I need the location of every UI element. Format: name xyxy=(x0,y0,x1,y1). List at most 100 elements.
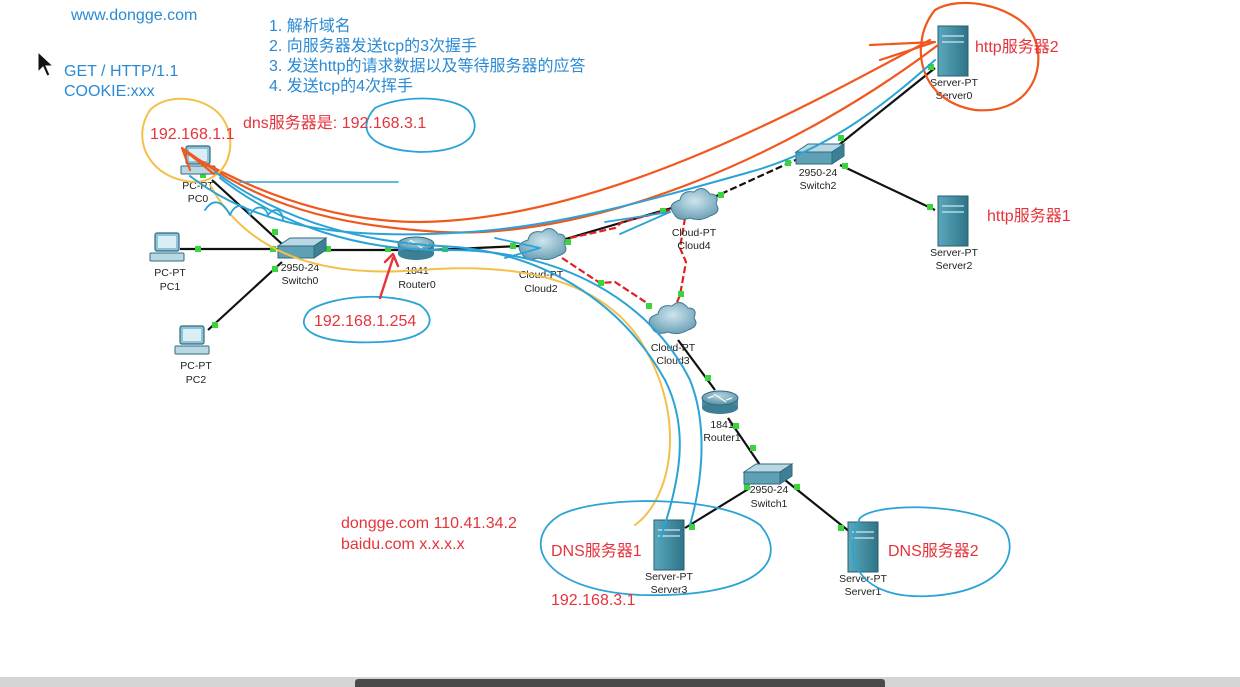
pc-icon xyxy=(174,325,210,355)
gateway-ip-annotation: 192.168.1.254 xyxy=(314,313,417,330)
cyan-scribble xyxy=(204,201,284,221)
server-icon xyxy=(653,519,685,571)
dns2-label: DNS服务器2 xyxy=(888,543,979,560)
link-cloud3-router1 xyxy=(677,339,716,391)
router1-type: 1841 xyxy=(710,419,734,431)
cyan-path-dns-2 xyxy=(219,177,703,526)
server1[interactable]: Server-PT Server1 xyxy=(839,521,888,598)
switch-icon xyxy=(742,463,794,485)
pc0-type: PC-PT xyxy=(182,180,214,192)
cloud-icon xyxy=(670,188,719,221)
server1-type: Server-PT xyxy=(839,573,887,585)
router1-name: Router1 xyxy=(703,432,741,444)
step-item: 3. 发送http的请求数据以及等待服务器的应答 xyxy=(269,58,586,75)
cloud-icon xyxy=(518,228,567,261)
cyan-oval-gateway xyxy=(303,295,431,344)
cyan-arrowhead-http xyxy=(604,211,671,235)
server2-name: Server2 xyxy=(936,260,973,272)
router1[interactable]: 1841 Router1 xyxy=(701,390,741,444)
cloud4-type: Cloud-PT xyxy=(672,227,717,239)
link-switch2-server0 xyxy=(834,67,936,149)
link-cloud4-cloud3 xyxy=(674,217,688,306)
cloud3[interactable]: Cloud-PT Cloud3 xyxy=(648,302,697,367)
yellow-path-dns-query xyxy=(209,184,671,526)
cloud2[interactable]: Cloud-PT Cloud2 xyxy=(518,228,567,295)
dns-record-row: dongge.com 110.41.34.2 xyxy=(341,515,517,532)
cyan-arrowhead-cloud xyxy=(494,237,541,259)
orange-arrowhead xyxy=(868,40,937,62)
switch2-type: 2950-24 xyxy=(799,167,838,179)
switch0-type: 2950-24 xyxy=(281,262,320,274)
server1-name: Server1 xyxy=(845,586,882,598)
link-switch2-server2 xyxy=(839,164,936,211)
pc1-name: PC1 xyxy=(160,281,181,293)
url-annotation: www.dongge.com xyxy=(71,7,198,24)
dock xyxy=(355,679,885,687)
cyan-path-dns-1 xyxy=(214,171,681,541)
pen-annotations xyxy=(141,1,1040,598)
orange-path-request xyxy=(183,43,940,234)
server2-type: Server-PT xyxy=(930,247,978,259)
red-arrowhead xyxy=(383,252,400,268)
yellow-circle-pc0 xyxy=(141,97,232,183)
http2-label: http服务器2 xyxy=(975,39,1059,56)
cloud3-name: Cloud3 xyxy=(656,355,689,367)
switch1[interactable]: 2950-24 Switch1 xyxy=(742,463,794,510)
link-pc0-switch0 xyxy=(211,179,283,245)
cloud2-type: Cloud-PT xyxy=(519,269,564,281)
switch-icon xyxy=(794,143,846,165)
dns1-ip-annotation: 192.168.3.1 xyxy=(551,592,636,609)
server2[interactable]: Server-PT Server2 xyxy=(930,195,979,272)
request-line-annotation: GET / HTTP/1.1 xyxy=(64,63,179,80)
switch1-name: Switch1 xyxy=(751,498,788,510)
cookie-line-annotation: COOKIE:xxx xyxy=(64,83,155,100)
red-arrow-router0 xyxy=(378,256,395,300)
pc2[interactable]: PC-PT PC2 xyxy=(174,325,212,386)
switch1-type: 2950-24 xyxy=(750,484,789,496)
dns-server-note: dns服务器是: 192.168.3.1 xyxy=(243,115,427,132)
cyan-oval-dns2 xyxy=(851,506,1011,598)
orange-circle-http2 xyxy=(919,1,1040,112)
pc0-name: PC0 xyxy=(188,193,209,205)
router-icon xyxy=(701,390,739,414)
router0-name: Router0 xyxy=(398,279,436,291)
switch-icon xyxy=(276,237,328,259)
cyan-path-http xyxy=(189,59,936,236)
orange-path-response xyxy=(183,38,932,224)
port-markers xyxy=(195,64,934,531)
cloud-icon xyxy=(648,302,697,335)
server0[interactable]: Server-PT Server0 xyxy=(930,25,979,102)
step-item: 4. 发送tcp的4次挥手 xyxy=(269,78,414,95)
steps-list: 1. 解析域名 2. 向服务器发送tcp的3次握手 3. 发送http的请求数据… xyxy=(269,17,585,97)
step-item: 1. 解析域名 xyxy=(269,18,351,35)
link-pc2-switch0 xyxy=(207,261,283,331)
pc-icon xyxy=(149,232,185,262)
switch0[interactable]: 2950-24 Switch0 xyxy=(276,237,328,287)
switch0-name: Switch0 xyxy=(282,275,319,287)
cyan-oval-dns-note xyxy=(365,97,476,153)
server-icon xyxy=(937,25,969,77)
server3-name: Server3 xyxy=(651,584,688,596)
bottom-dock-bar xyxy=(0,677,1240,687)
server0-type: Server-PT xyxy=(930,77,978,89)
cyan-oval-dns1 xyxy=(539,500,772,596)
cloud4-name: Cloud4 xyxy=(677,240,710,252)
pc2-name: PC2 xyxy=(186,374,207,386)
pc-ip-annotation: 192.168.1.1 xyxy=(150,126,235,143)
link-cloud2-cloud3 xyxy=(561,257,651,306)
pc1[interactable]: PC-PT PC1 xyxy=(149,232,186,293)
links xyxy=(180,67,936,533)
cloud4[interactable]: Cloud-PT Cloud4 xyxy=(670,188,719,252)
server3[interactable]: Server-PT Server3 xyxy=(645,519,694,596)
server-icon xyxy=(937,195,969,247)
pc0[interactable]: PC-PT PC0 xyxy=(180,145,216,205)
cloud2-name: Cloud2 xyxy=(524,283,557,295)
switch2[interactable]: 2950-24 Switch2 xyxy=(794,143,846,192)
http1-label: http服务器1 xyxy=(987,208,1071,225)
orange-arrowhead-pc xyxy=(180,146,217,177)
cursor-icon xyxy=(37,50,55,77)
server3-type: Server-PT xyxy=(645,571,693,583)
cloud3-type: Cloud-PT xyxy=(651,342,696,354)
dns1-label: DNS服务器1 xyxy=(551,543,642,560)
